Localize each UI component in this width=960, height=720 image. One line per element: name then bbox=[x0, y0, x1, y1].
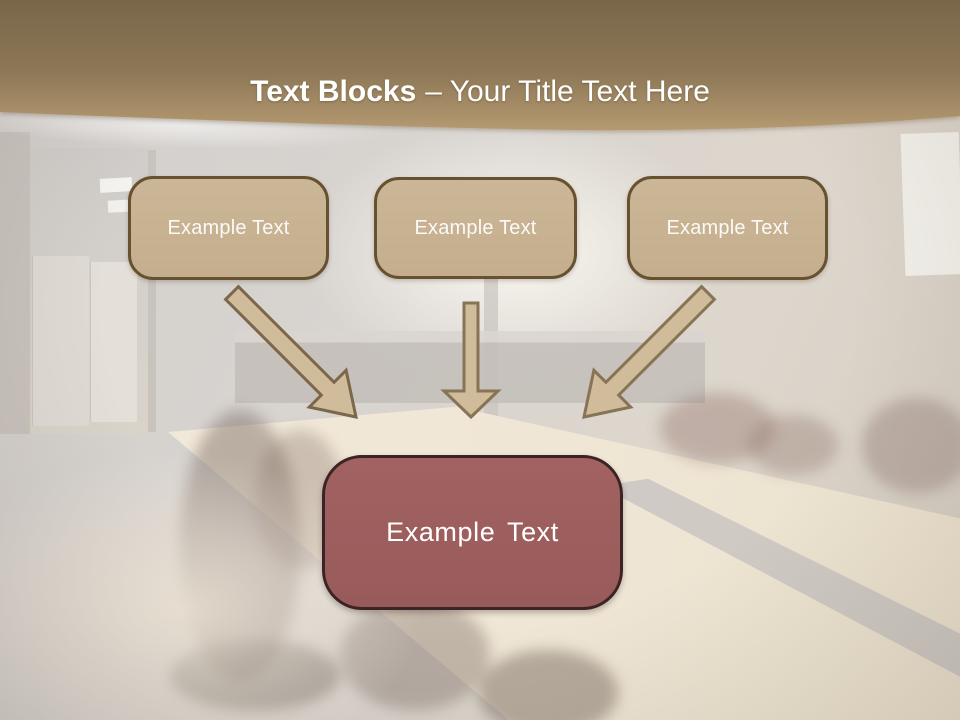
bg-cubicle-panel bbox=[32, 256, 89, 426]
text-block-3[interactable]: Example Text bbox=[627, 176, 828, 280]
result-block[interactable]: Example Text bbox=[322, 455, 623, 610]
text-block-2[interactable]: Example Text bbox=[374, 177, 577, 279]
text-block-3-label: Example Text bbox=[666, 216, 789, 239]
text-block-2-label: Example Text bbox=[414, 216, 537, 239]
title-placeholder-text: – Your Title Text Here bbox=[425, 75, 710, 109]
bg-door-frame-right bbox=[148, 150, 156, 432]
header-band bbox=[0, 0, 960, 131]
bg-office-chair bbox=[478, 650, 618, 720]
bg-door-frame-left bbox=[0, 132, 30, 434]
text-block-1[interactable]: Example Text bbox=[128, 176, 329, 280]
result-block-label: Example Text bbox=[386, 517, 559, 547]
bg-cubicle-panel bbox=[90, 262, 137, 422]
bg-office-chair bbox=[862, 398, 960, 493]
title-bold-text: Text Blocks bbox=[250, 75, 417, 109]
bg-office-chair bbox=[748, 415, 838, 475]
slide-title[interactable]: Text Blocks– Your Title Text Here bbox=[0, 74, 960, 110]
text-block-1-label: Example Text bbox=[167, 216, 290, 239]
